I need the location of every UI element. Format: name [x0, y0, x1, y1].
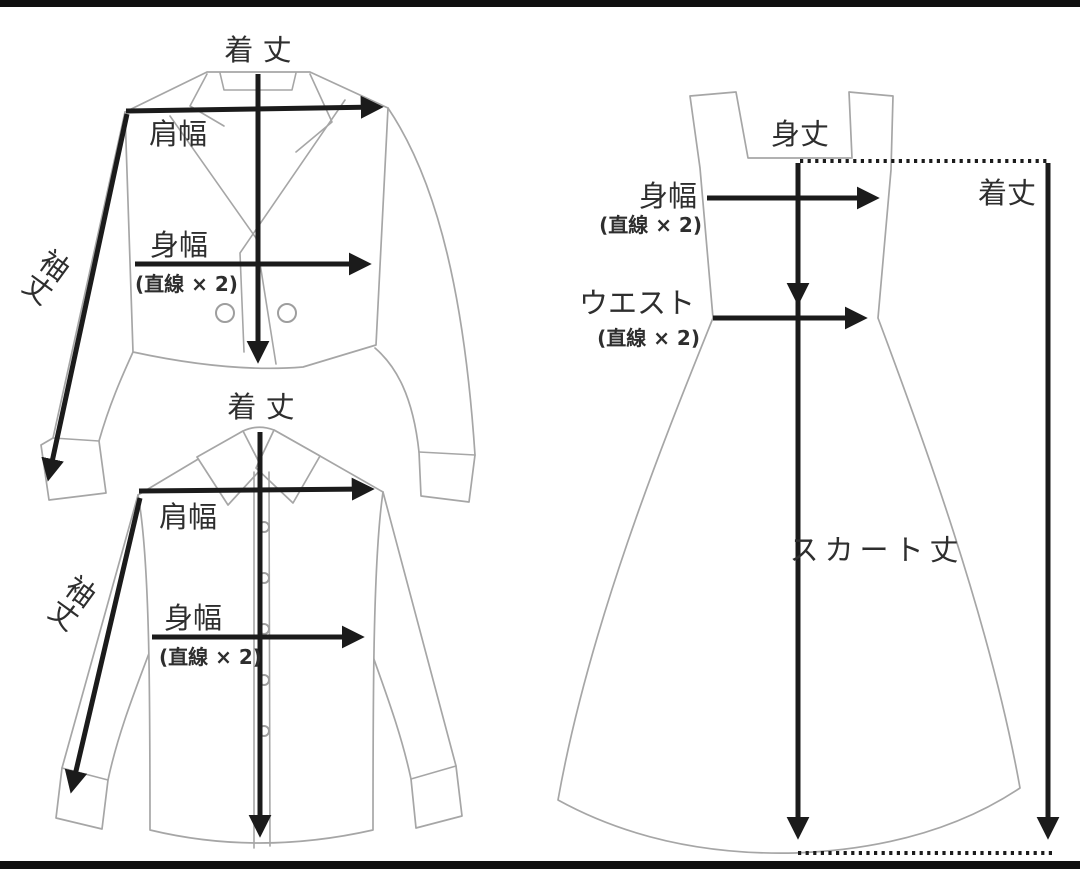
jacket-length-label: 着 丈 — [224, 33, 291, 67]
shirt-length-label: 着 丈 — [227, 390, 294, 424]
dress-total-length-label: 着丈 — [978, 176, 1036, 210]
jacket-left-lapel-notch — [189, 73, 225, 127]
shirt-right-cuff-seam — [410, 765, 457, 780]
jacket-sleeve-label: 袖丈 — [14, 242, 76, 309]
shirt-right-sleeve — [369, 491, 463, 829]
jacket-shoulder-label: 肩幅 — [149, 117, 207, 151]
shirt-placket-line — [268, 471, 271, 847]
shirt-diagram: 着 丈 肩幅 身幅 (直線 × 2) 袖丈 — [40, 390, 463, 849]
jacket-right-sleeve — [374, 107, 476, 503]
dress-body-length-label: 身丈 — [771, 117, 829, 151]
jacket-shoulder-arrow — [125, 95, 384, 119]
jacket-right-cuff-seam — [418, 451, 476, 456]
dress-outline — [557, 91, 1021, 854]
jacket-button — [277, 303, 297, 323]
jacket-right-lapel — [239, 99, 346, 353]
jacket-button — [215, 303, 235, 323]
jacket-left-lapel — [169, 115, 257, 239]
bottom-frame-bar — [0, 861, 1080, 869]
shirt-shoulder-label: 肩幅 — [159, 500, 217, 534]
jacket-width-note: (直線 × 2) — [135, 272, 238, 296]
shirt-width-note: (直線 × 2) — [159, 645, 262, 669]
shirt-sleeve-label: 袖丈 — [40, 568, 102, 635]
dress-skirt-length-label: スカート丈 — [789, 533, 964, 567]
dress-waist-note: (直線 × 2) — [597, 326, 700, 350]
jacket-sleeve-arrow — [41, 113, 130, 482]
top-frame-bar — [0, 0, 1080, 7]
dress-width-label: 身幅 — [639, 179, 697, 213]
dress-width-note: (直線 × 2) — [599, 213, 702, 237]
jacket-left-cuff-seam — [52, 437, 100, 442]
dress-diagram: 身丈 着丈 身幅 (直線 × 2) ウエスト (直線 × 2) スカート丈 — [557, 91, 1060, 855]
dress-waist-label: ウエスト — [579, 286, 695, 320]
jacket-right-lapel-notch — [295, 73, 333, 153]
shirt-width-label: 身幅 — [164, 601, 222, 635]
shirt-shoulder-arrow — [138, 477, 375, 501]
shirt-sleeve-arrow — [64, 497, 143, 794]
jacket-width-label: 身幅 — [150, 228, 208, 262]
